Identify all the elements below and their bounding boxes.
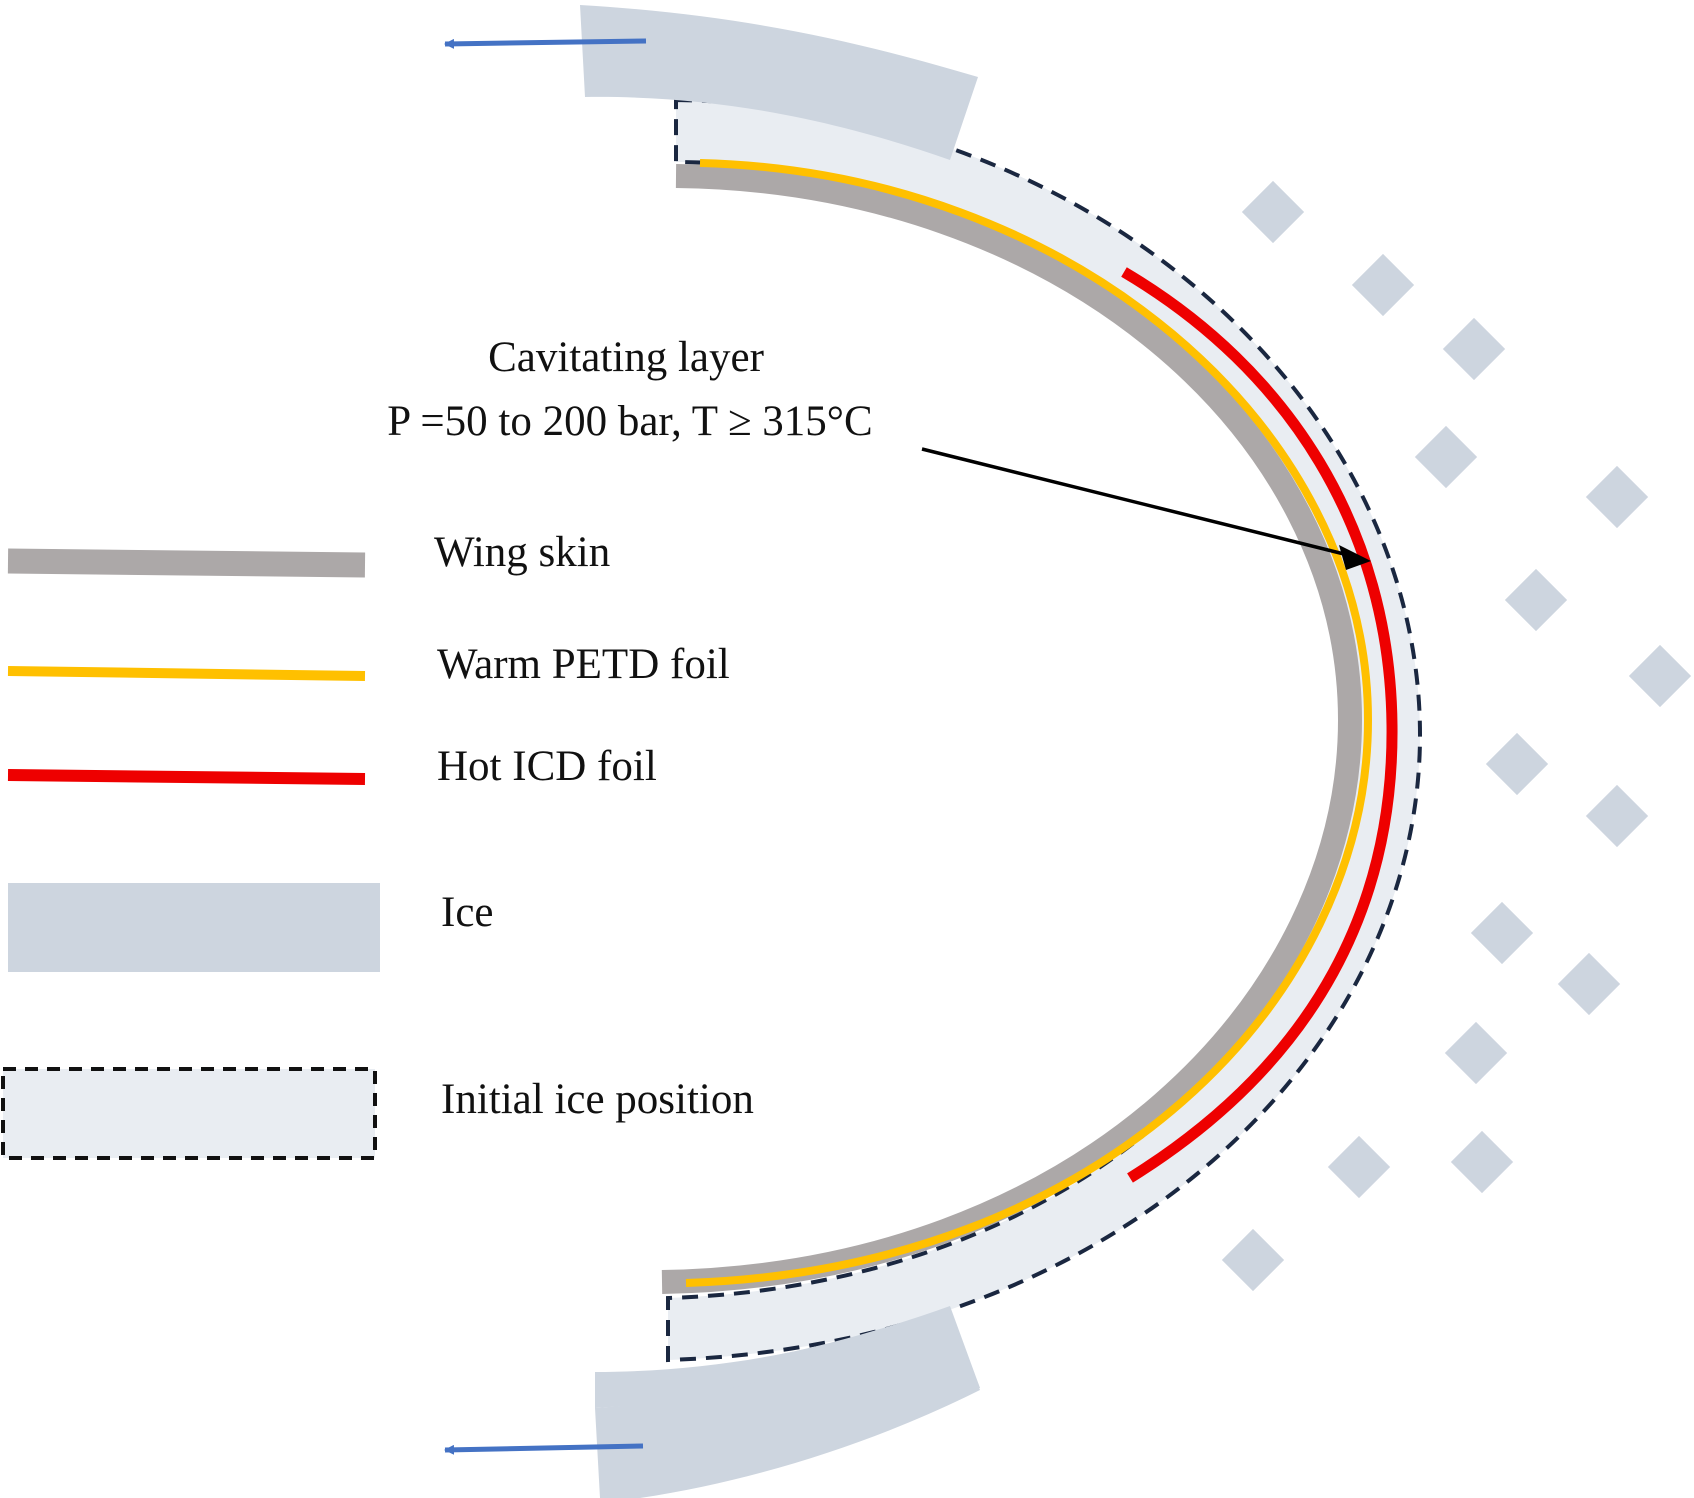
wing-skin-curve xyxy=(661,164,1363,1294)
warm-petd-foil-curve xyxy=(685,159,1373,1287)
ice-particle xyxy=(1585,465,1649,529)
ice-particles xyxy=(1221,180,1692,1292)
ice-particle xyxy=(1351,253,1415,317)
hot-icd-foil-curve xyxy=(1121,267,1398,1183)
callout-title: Cavitating layer xyxy=(488,334,764,381)
ice-particle xyxy=(1444,1021,1508,1085)
ice-particle xyxy=(1327,1135,1391,1199)
callout-conditions: P =50 to 200 bar, T ≥ 315°C xyxy=(387,398,873,445)
legend-label-initial-ice: Initial ice position xyxy=(441,1076,754,1123)
ice-particle xyxy=(1470,901,1534,965)
legend-label-wing-skin: Wing skin xyxy=(434,529,611,576)
initial-ice-layer xyxy=(666,97,1423,1363)
ice-piece-top xyxy=(580,5,978,160)
ice-particle xyxy=(1504,568,1568,632)
legend-swatch-ice xyxy=(8,883,380,972)
legend-swatch-hot-foil xyxy=(7,769,366,785)
ice-particle xyxy=(1442,317,1506,381)
ice-piece-bottom-lower xyxy=(595,1307,980,1498)
ice-particle xyxy=(1485,732,1549,796)
callout-arrow-line xyxy=(921,447,1361,560)
legend-label-ice: Ice xyxy=(441,889,494,936)
ice-motion-arrow-top xyxy=(444,38,647,49)
ice-motion-arrow-bottom xyxy=(444,1443,644,1455)
legend-swatch-warm-foil xyxy=(7,666,366,681)
ice-particle xyxy=(1585,784,1649,848)
ice-particle xyxy=(1241,180,1305,244)
ice-particle xyxy=(1450,1130,1514,1194)
ice-particle xyxy=(1628,644,1692,708)
callout-arrow-head xyxy=(1339,545,1371,570)
ice-particle xyxy=(1557,952,1621,1016)
legend-swatch-initial-ice xyxy=(1,1067,377,1160)
legend-swatch-wing-skin xyxy=(7,548,366,578)
ice-particle xyxy=(1221,1228,1285,1292)
legend-label-warm-foil: Warm PETD foil xyxy=(437,641,730,688)
ice-particle xyxy=(1414,425,1478,489)
legend-label-hot-foil: Hot ICD foil xyxy=(437,743,657,790)
ice-piece-bottom-body xyxy=(595,1307,980,1408)
